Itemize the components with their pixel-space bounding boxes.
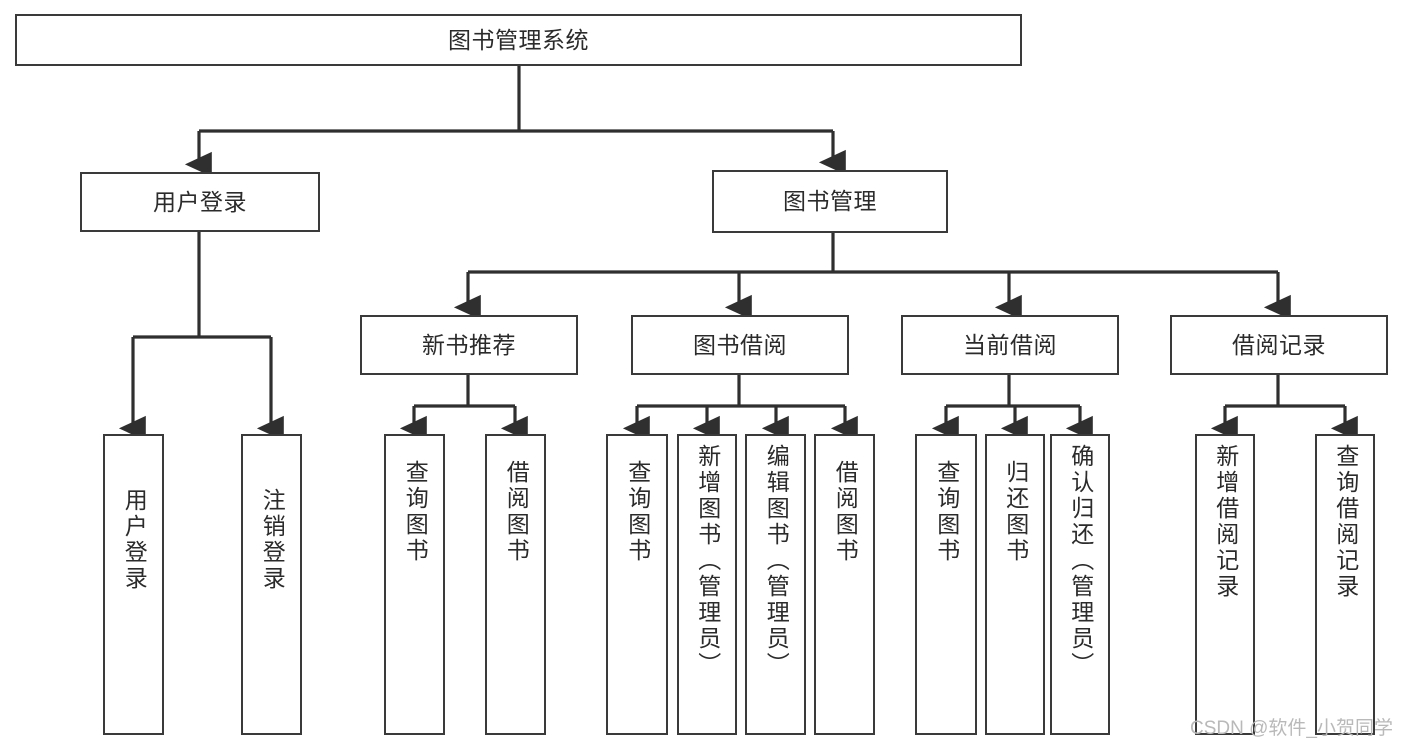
node-label: 编辑图书（管理员） <box>763 444 790 678</box>
node-leaf-query-book-recommend[interactable]: 查询图书 <box>384 434 445 735</box>
node-leaf-logout[interactable]: 注销登录 <box>241 434 302 735</box>
node-label: 图书管理系统 <box>448 26 589 53</box>
node-label: 归还图书 <box>1002 460 1029 564</box>
node-leaf-add-borrow-record[interactable]: 新增借阅记录 <box>1195 434 1255 735</box>
node-borrow-record[interactable]: 借阅记录 <box>1170 315 1388 375</box>
node-label: 用户登录 <box>121 488 148 592</box>
node-label: 新增借阅记录 <box>1212 444 1239 600</box>
node-label: 图书借阅 <box>693 331 787 358</box>
node-label: 借阅记录 <box>1232 331 1326 358</box>
node-leaf-confirm-return-admin[interactable]: 确认归还（管理员） <box>1050 434 1110 735</box>
node-book-management[interactable]: 图书管理 <box>712 170 948 233</box>
node-leaf-borrow-book[interactable]: 借阅图书 <box>814 434 875 735</box>
node-leaf-edit-book-admin[interactable]: 编辑图书（管理员） <box>745 434 806 735</box>
node-leaf-query-borrow-record[interactable]: 查询借阅记录 <box>1315 434 1375 735</box>
watermark-csdn: CSDN @软件_小贺同学 <box>1190 718 1393 739</box>
node-new-book-recommend[interactable]: 新书推荐 <box>360 315 578 375</box>
node-label: 新书推荐 <box>422 331 516 358</box>
node-label: 查询图书 <box>624 460 651 564</box>
node-label: 用户登录 <box>153 188 247 215</box>
node-leaf-user-login[interactable]: 用户登录 <box>103 434 164 735</box>
node-label: 注销登录 <box>259 488 286 592</box>
node-label: 新增图书（管理员） <box>694 444 721 678</box>
node-book-borrow[interactable]: 图书借阅 <box>631 315 849 375</box>
node-user-login[interactable]: 用户登录 <box>80 172 320 232</box>
node-label: 图书管理 <box>783 188 877 215</box>
node-current-borrow[interactable]: 当前借阅 <box>901 315 1119 375</box>
node-label: 确认归还（管理员） <box>1067 444 1094 678</box>
node-label: 查询图书 <box>402 460 429 564</box>
node-leaf-query-book-current[interactable]: 查询图书 <box>915 434 977 735</box>
node-root-system[interactable]: 图书管理系统 <box>15 14 1022 66</box>
node-leaf-add-book-admin[interactable]: 新增图书（管理员） <box>677 434 737 735</box>
node-label: 查询借阅记录 <box>1332 444 1359 600</box>
node-leaf-borrow-book-recommend[interactable]: 借阅图书 <box>485 434 546 735</box>
node-label: 查询图书 <box>933 460 960 564</box>
node-leaf-return-book[interactable]: 归还图书 <box>985 434 1045 735</box>
node-leaf-query-book-borrow[interactable]: 查询图书 <box>606 434 668 735</box>
node-label: 借阅图书 <box>832 460 859 564</box>
node-label: 当前借阅 <box>963 331 1057 358</box>
node-label: 借阅图书 <box>503 460 530 564</box>
